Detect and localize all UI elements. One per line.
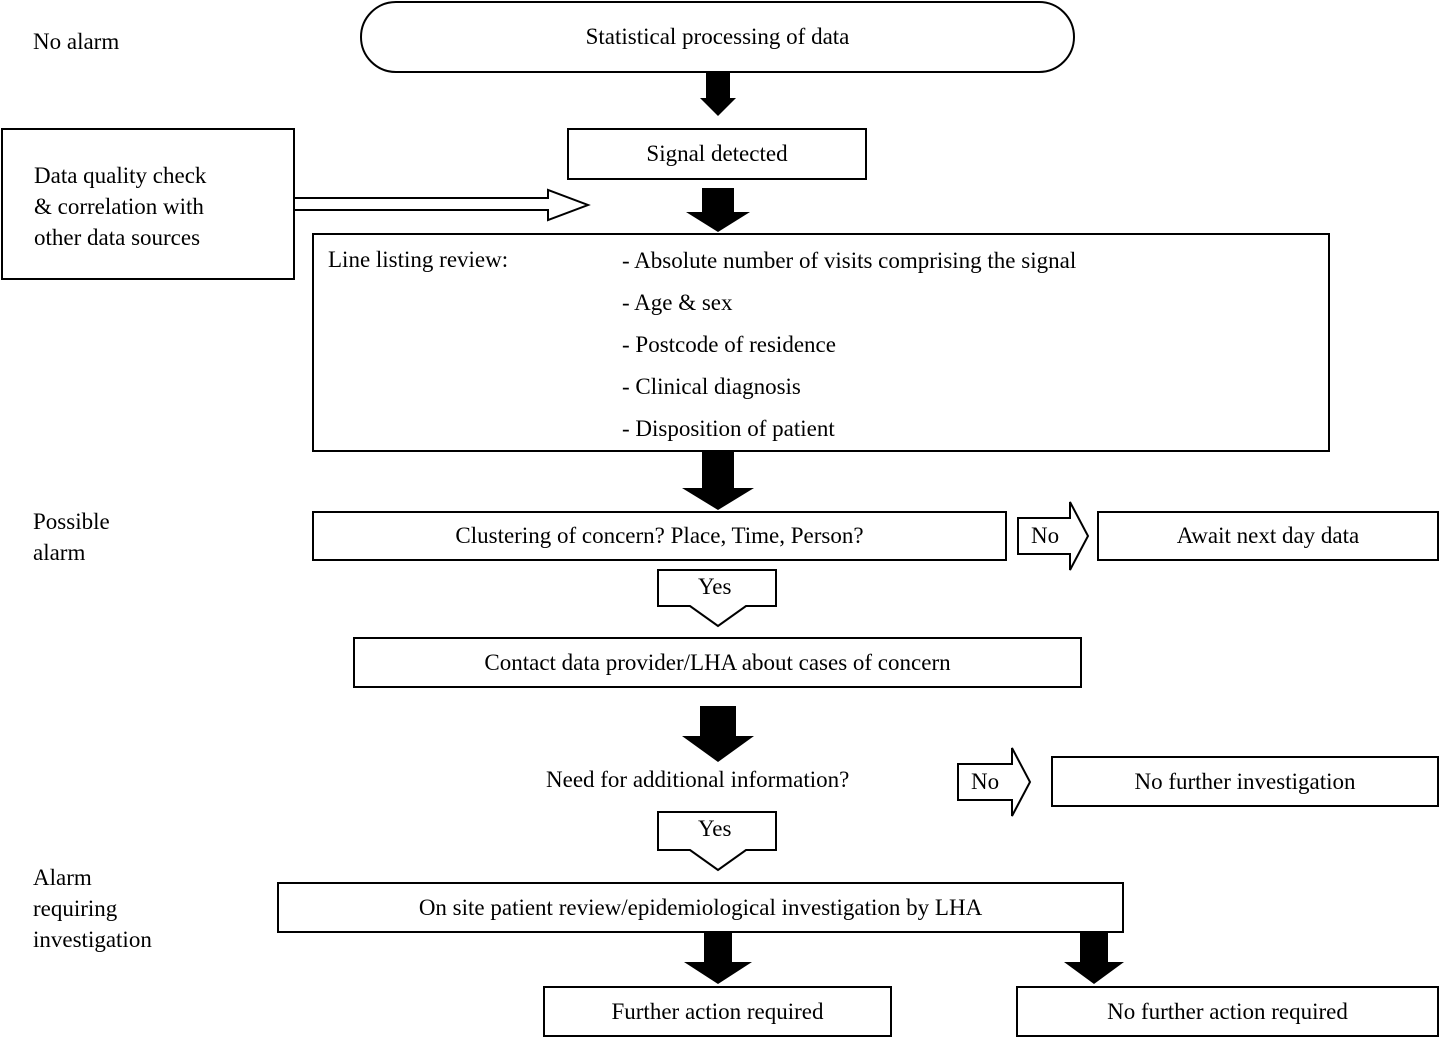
arrow-down-2 — [686, 188, 750, 232]
list-item: - Postcode of residence — [622, 332, 836, 357]
list-item: - Absolute number of visits comprising t… — [622, 248, 1077, 273]
node-data-quality-check: Data quality check & correlation with ot… — [1, 128, 295, 280]
node-need-additional-information: Need for additional information? — [546, 767, 850, 792]
arrow-down-3 — [682, 452, 754, 510]
list-item: - Clinical diagnosis — [622, 374, 801, 399]
line-listing-items: - Absolute number of visits comprising t… — [622, 240, 1076, 450]
branch-label-yes-2: Yes — [698, 816, 732, 841]
stage-no-alarm: No alarm — [33, 29, 120, 54]
node-contact-data-provider: Contact data provider/LHA about cases of… — [353, 637, 1082, 688]
arrow-data-quality — [293, 188, 591, 222]
node-further-action-required: Further action required — [543, 986, 892, 1037]
node-on-site-patient-review: On site patient review/epidemiological i… — [277, 882, 1124, 933]
line-listing-title: Line listing review: — [328, 247, 509, 272]
node-await-next-day-data: Await next day data — [1097, 511, 1439, 561]
branch-label-no-1: No — [1031, 523, 1060, 548]
node-signal-detected: Signal detected — [567, 128, 867, 180]
arrow-down-5 — [684, 932, 752, 984]
branch-label-no-2: No — [971, 769, 1000, 794]
node-no-further-action-required: No further action required — [1016, 986, 1439, 1037]
branch-label-yes-1: Yes — [698, 574, 732, 599]
node-clustering-of-concern: Clustering of concern? Place, Time, Pers… — [312, 511, 1007, 561]
list-item: - Disposition of patient — [622, 416, 835, 441]
stage-possible-alarm: Possible alarm — [33, 509, 110, 565]
arrow-yes-2 — [657, 811, 777, 872]
arrow-no-1 — [1017, 501, 1090, 571]
arrow-down-4 — [682, 706, 754, 762]
stage-alarm-requiring-investigation: Alarm requiring investigation — [33, 865, 152, 952]
list-item: - Age & sex — [622, 290, 733, 315]
node-statistical-processing: Statistical processing of data — [360, 1, 1075, 73]
node-no-further-investigation: No further investigation — [1051, 756, 1439, 807]
arrow-yes-1 — [657, 569, 777, 628]
arrow-no-2 — [957, 747, 1032, 817]
node-line-listing-review: Line listing review: - Absolute number o… — [312, 233, 1330, 452]
arrow-down-6 — [1064, 932, 1124, 984]
arrow-down-1 — [700, 72, 736, 116]
